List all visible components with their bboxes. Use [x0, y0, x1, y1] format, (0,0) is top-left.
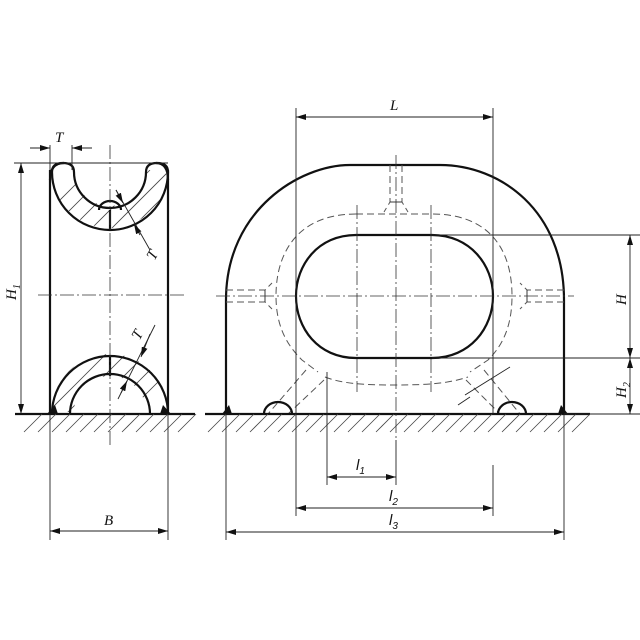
dim-label-T-top: T — [55, 130, 65, 146]
dim-label-H1: H1 — [4, 284, 23, 301]
dim-label-L: L — [389, 98, 398, 114]
dim-label-H2: H2 — [614, 382, 633, 399]
dim-label-l1: l1 — [356, 457, 365, 477]
dim-label-l2: l2 — [389, 488, 398, 508]
side-view: T T T H1 B — [4, 130, 197, 540]
upper-ring-section — [50, 161, 170, 232]
dim-label-T-lower-arc: T — [129, 326, 148, 343]
dim-label-T-upper-arc: T — [144, 246, 163, 263]
dim-label-H: H — [614, 293, 630, 306]
lower-ring-section — [50, 354, 170, 415]
dim-label-l3: l3 — [389, 512, 398, 532]
dim-label-B: B — [104, 513, 113, 529]
front-view: L H H2 l1 l2 l3 — [205, 98, 640, 540]
